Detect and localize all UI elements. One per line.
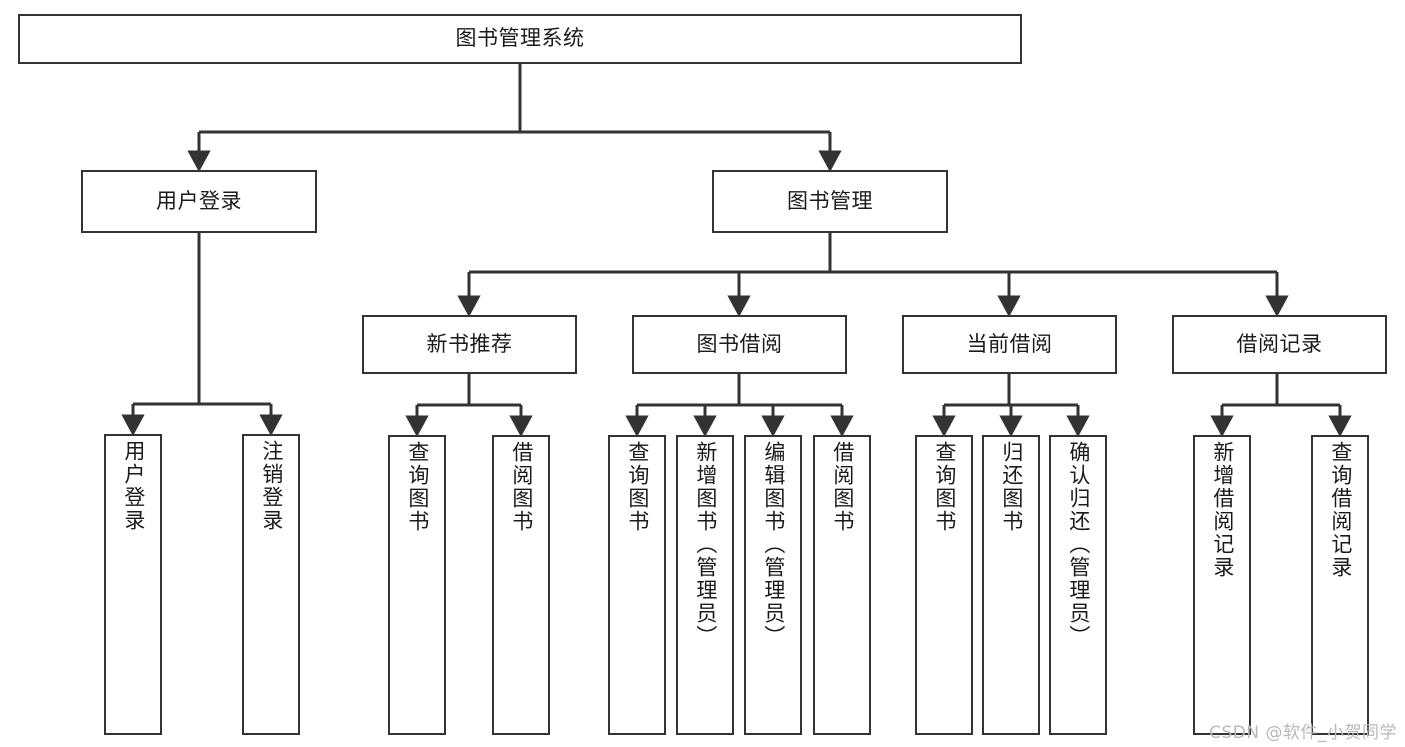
node-book-management-label: 图书管理 <box>787 188 873 213</box>
node-leaf-return-book-label: 归还图书 <box>999 441 1024 533</box>
node-leaf-confirm-return[interactable]: 确认归还（管理员） <box>1049 435 1107 735</box>
node-leaf-logout-login-label: 注销登录 <box>259 440 284 532</box>
node-leaf-query-book-2[interactable]: 查询图书 <box>608 435 666 735</box>
node-leaf-user-login[interactable]: 用户登录 <box>104 434 162 735</box>
node-borrow-record-label: 借阅记录 <box>1236 331 1323 356</box>
node-leaf-add-book-label: 新增图书（管理员） <box>693 441 718 648</box>
node-leaf-borrow-book-2-label: 借阅图书 <box>830 441 855 533</box>
node-root-label: 图书管理系统 <box>455 26 585 51</box>
node-new-book-recommend[interactable]: 新书推荐 <box>362 315 577 374</box>
node-current-borrow[interactable]: 当前借阅 <box>902 315 1117 374</box>
node-user-login[interactable]: 用户登录 <box>81 170 317 233</box>
node-leaf-query-book-1[interactable]: 查询图书 <box>388 435 446 735</box>
node-leaf-query-book-3[interactable]: 查询图书 <box>915 435 973 735</box>
node-leaf-borrow-book-1-label: 借阅图书 <box>509 441 534 533</box>
node-leaf-add-record[interactable]: 新增借阅记录 <box>1193 435 1251 735</box>
node-leaf-edit-book-label: 编辑图书（管理员） <box>761 441 786 648</box>
node-leaf-query-record[interactable]: 查询借阅记录 <box>1311 435 1369 735</box>
node-leaf-borrow-book-1[interactable]: 借阅图书 <box>492 435 550 735</box>
node-book-borrow-label: 图书借阅 <box>696 331 783 356</box>
node-leaf-query-book-2-label: 查询图书 <box>625 441 650 533</box>
node-leaf-confirm-return-label: 确认归还（管理员） <box>1066 441 1091 648</box>
node-leaf-add-record-label: 新增借阅记录 <box>1210 441 1235 579</box>
node-new-book-recommend-label: 新书推荐 <box>426 331 513 356</box>
csdn-watermark: CSDN @软件_小贺同学 <box>1209 723 1397 743</box>
node-leaf-query-book-3-label: 查询图书 <box>932 441 957 533</box>
node-root[interactable]: 图书管理系统 <box>18 14 1022 64</box>
node-leaf-borrow-book-2[interactable]: 借阅图书 <box>813 435 871 735</box>
node-leaf-return-book[interactable]: 归还图书 <box>982 435 1040 735</box>
node-book-management[interactable]: 图书管理 <box>712 170 948 233</box>
node-book-borrow[interactable]: 图书借阅 <box>632 315 847 374</box>
node-borrow-record[interactable]: 借阅记录 <box>1172 315 1387 374</box>
node-current-borrow-label: 当前借阅 <box>966 331 1053 356</box>
node-user-login-label: 用户登录 <box>156 188 242 213</box>
node-leaf-query-book-1-label: 查询图书 <box>405 441 430 533</box>
node-leaf-query-record-label: 查询借阅记录 <box>1328 441 1353 579</box>
node-leaf-edit-book[interactable]: 编辑图书（管理员） <box>744 435 802 735</box>
node-leaf-add-book[interactable]: 新增图书（管理员） <box>676 435 734 735</box>
node-leaf-user-login-label: 用户登录 <box>121 440 146 532</box>
node-leaf-logout-login[interactable]: 注销登录 <box>242 434 300 735</box>
